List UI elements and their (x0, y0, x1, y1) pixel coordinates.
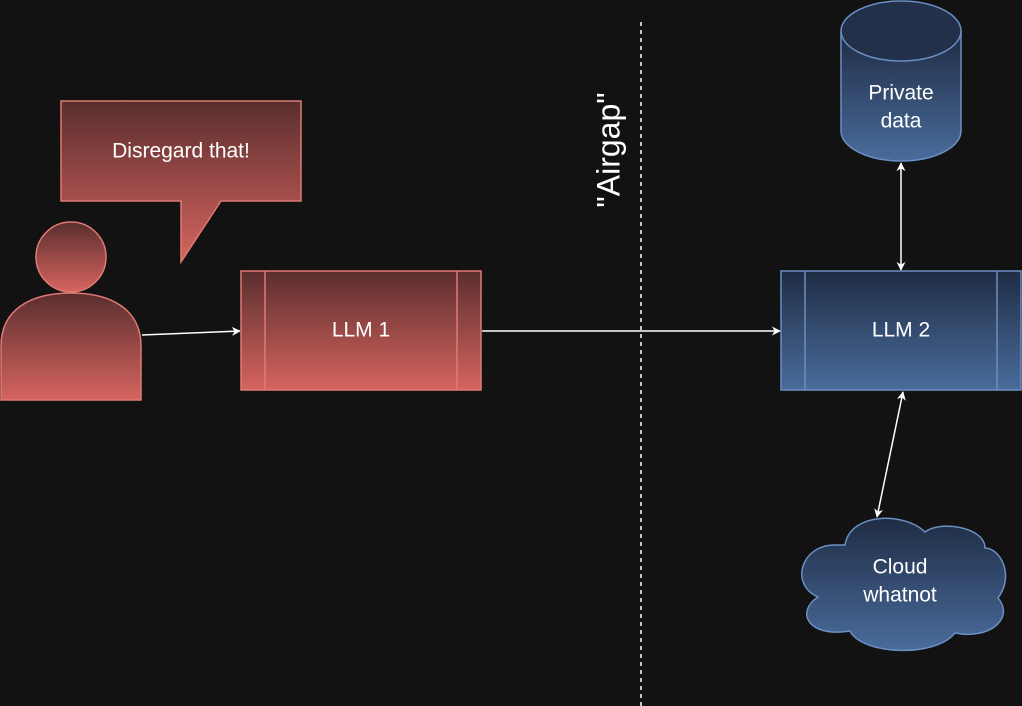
llm2-rect (780, 270, 1022, 391)
cloud-label-line2: whatnot (862, 584, 937, 607)
private-data-label-line2: data (881, 110, 922, 133)
cloud-label-line1: Cloud (873, 556, 928, 579)
private-data-database-icon[interactable]: Private data (840, 0, 962, 162)
database-top (840, 0, 962, 62)
airgap-label: "Airgap" (590, 92, 626, 207)
user-body (0, 292, 142, 401)
llm1-label: LLM 1 (332, 319, 390, 342)
speech-bubble-text: Disregard that! (112, 140, 250, 163)
speech-bubble[interactable]: Disregard that! (60, 100, 302, 265)
speech-bubble-shape (60, 100, 302, 265)
cloud-shape (801, 517, 1007, 652)
user-actor-icon[interactable] (0, 221, 142, 401)
llm1-box[interactable]: LLM 1 (240, 270, 482, 391)
user-head (35, 221, 107, 293)
private-data-label-line1: Private (868, 82, 933, 105)
database-body (840, 31, 962, 162)
llm2-label: LLM 2 (872, 319, 930, 342)
cloud-icon[interactable]: Cloud whatnot (801, 517, 1007, 652)
person-to-llm1-arrow (141, 326, 241, 336)
llm2-box[interactable]: LLM 2 (780, 270, 1022, 391)
llm1-rect (240, 270, 482, 391)
llm2-cloud-arrow (874, 391, 906, 518)
